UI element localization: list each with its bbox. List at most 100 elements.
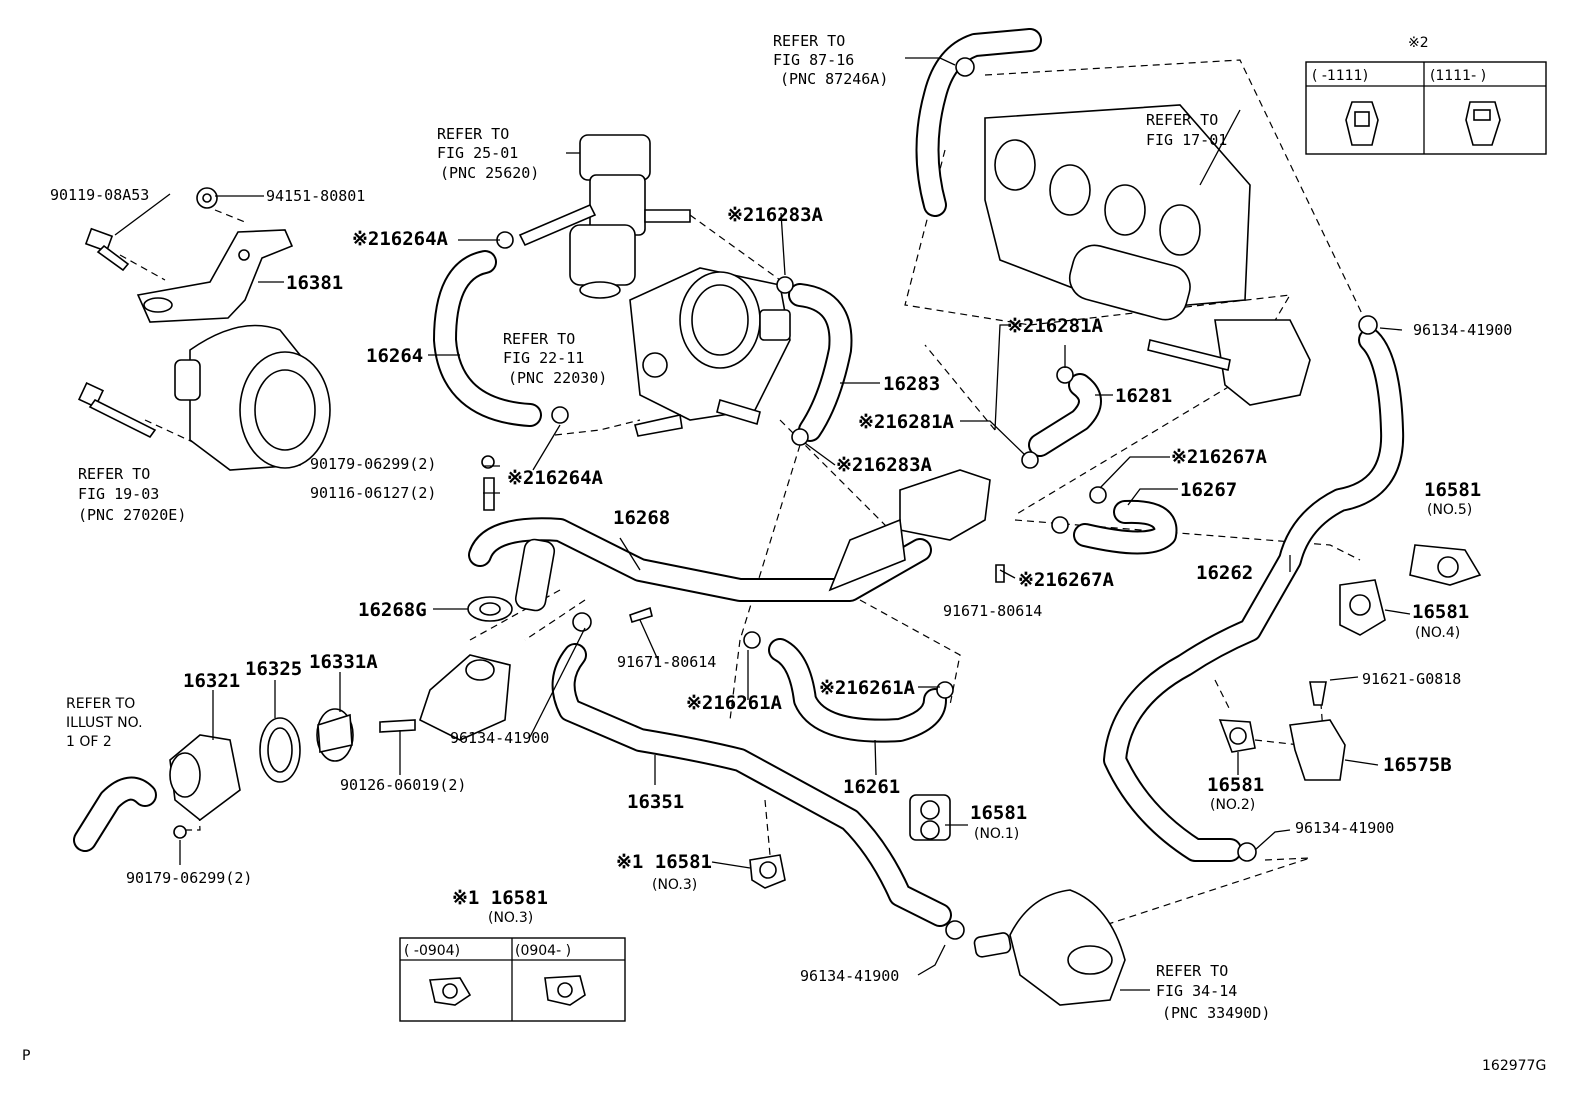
- legend-bottom-title: ※1 16581: [452, 887, 548, 909]
- legend-top-col2: (1111- ): [1430, 68, 1486, 84]
- refer-illust-l1: REFER TO: [66, 696, 135, 712]
- refer-87-16-l1: REFER TO: [773, 32, 845, 50]
- clip-old-type-icon: [429, 977, 472, 1006]
- label-16581-no5-sub: (NO.5): [1427, 502, 1472, 518]
- label-16283: 16283: [883, 373, 940, 395]
- clip-16581-no2: [1218, 719, 1256, 753]
- label-90116-06127: 90116-06127(2): [310, 484, 436, 502]
- hose-16267: [1073, 499, 1178, 555]
- bolt-long: [77, 381, 157, 439]
- label-16321: 16321: [183, 670, 240, 692]
- reservoir-34-14: [973, 889, 1126, 1006]
- clamp-type-a-icon: [1345, 101, 1379, 146]
- hose-16351: [551, 643, 952, 927]
- label-16283A-top: ※216283A: [727, 204, 824, 226]
- label-16331A: 16331A: [309, 651, 378, 673]
- label-96134-41900-d: 96134-41900: [800, 967, 899, 985]
- legend-bottom: ※1 16581 (NO.3) ( -0904) (0904- ): [399, 887, 626, 1022]
- label-96134-41900-c: 96134-41900: [1295, 819, 1394, 837]
- clip-16581-no5: [1409, 544, 1482, 586]
- refer-34-14-l2: FIG 34-14: [1156, 982, 1237, 1000]
- clamp-type-b-icon: [1465, 101, 1501, 146]
- label-16264A-bottom: ※216264A: [507, 467, 604, 489]
- refer-22-11-l3: (PNC 22030): [508, 369, 607, 387]
- legend-top-frame: [1305, 61, 1547, 155]
- label-16268G: 16268G: [358, 599, 427, 621]
- hose-16281: [1028, 373, 1102, 457]
- clip-16581-no4: [1339, 579, 1386, 636]
- nut-94151: [196, 187, 218, 209]
- refer-87-16-l2: FIG 87-16: [773, 51, 854, 69]
- throttle-body: [629, 267, 791, 437]
- hose-lower-left: [73, 776, 157, 852]
- refer-19-03-l3: (PNC 27020E): [78, 506, 186, 524]
- label-16581-no1: 16581: [970, 802, 1027, 824]
- label-16262: 16262: [1196, 562, 1253, 584]
- label-16264A-top: ※216264A: [352, 228, 449, 250]
- hose-clamps: [481, 57, 1378, 940]
- label-16268: 16268: [613, 507, 670, 529]
- hose-16261: [768, 638, 947, 743]
- label-90179-06299-b: 90179-06299(2): [126, 869, 252, 887]
- label-16581-no3: ※1 16581: [616, 851, 712, 873]
- reference-labels: REFER TO FIG 87-16 (PNC 87246A) REFER TO…: [66, 32, 1270, 1022]
- hose-16283: [788, 283, 853, 442]
- label-91671-80614-a: 91671-80614: [943, 602, 1042, 620]
- legend-top-col1: ( -1111): [1312, 68, 1368, 84]
- water-pump-housing: [174, 324, 331, 471]
- refer-22-11-l2: FIG 22-11: [503, 349, 584, 367]
- clip-16581-no1: [909, 794, 951, 841]
- label-90126-06019: 90126-06019(2): [340, 776, 466, 794]
- label-16581-no2-sub: (NO.2): [1210, 797, 1255, 813]
- refer-illust-l2: ILLUST NO.: [66, 715, 143, 731]
- thermostat-group: [169, 654, 511, 839]
- bracket-16575B: [1289, 719, 1346, 781]
- label-96134-41900-b: 96134-41900: [1413, 321, 1512, 339]
- label-16281A-top: ※216281A: [1007, 315, 1104, 337]
- figure-id: 162977G: [1482, 1058, 1546, 1074]
- clip-16581-no3: [749, 854, 786, 889]
- refer-34-14-l1: REFER TO: [1156, 962, 1228, 980]
- refer-87-16-l3: (PNC 87246A): [780, 70, 888, 88]
- label-16267A-bottom: ※216267A: [1018, 569, 1115, 591]
- water-pipe-16268: [468, 469, 991, 612]
- bracket-16381: [136, 229, 294, 323]
- label-16381: 16381: [286, 272, 343, 294]
- label-94151-80801: 94151-80801: [266, 187, 365, 205]
- legend-bottom-col2: (0904- ): [515, 943, 571, 959]
- refer-17-01-l2: FIG 17-01: [1146, 131, 1227, 149]
- hose-16262: [1103, 328, 1405, 862]
- cylinder-head-plate: [984, 104, 1311, 406]
- legend-bottom-col1: ( -0904): [404, 943, 460, 959]
- label-91671-80614-b: 91671-80614: [617, 653, 716, 671]
- label-16281A-bottom: ※216281A: [858, 411, 955, 433]
- refer-19-03-l1: REFER TO: [78, 465, 150, 483]
- refer-17-01-l1: REFER TO: [1146, 111, 1218, 129]
- part-number-labels: 90119-08A53 94151-80801 16381 ※216264A 1…: [50, 186, 1512, 985]
- label-90119-08A53: 90119-08A53: [50, 186, 149, 204]
- label-16581-no4-sub: (NO.4): [1415, 625, 1460, 641]
- legend-top-right: ※2 ( -1111) (1111- ): [1305, 35, 1547, 155]
- label-16267A-top: ※216267A: [1171, 446, 1268, 468]
- bolt-90119: [84, 227, 130, 272]
- label-16267: 16267: [1180, 479, 1237, 501]
- refer-25-01-l3: (PNC 25620): [440, 164, 539, 182]
- legend-bottom-sub: (NO.3): [488, 910, 533, 926]
- label-16325: 16325: [245, 658, 302, 680]
- hose-16264: [433, 250, 542, 427]
- page-mark: P: [22, 1048, 30, 1064]
- label-16581-no1-sub: (NO.1): [974, 826, 1019, 842]
- legend-top-mark: ※2: [1408, 35, 1429, 51]
- label-16581-no3-sub: (NO.3): [652, 877, 697, 893]
- label-16281: 16281: [1115, 385, 1172, 407]
- gasket-16268G: [467, 596, 513, 622]
- clip-new-type-icon: [544, 975, 586, 1006]
- label-16261A-a: ※216261A: [686, 692, 783, 714]
- refer-34-14-l3: (PNC 33490D): [1162, 1004, 1270, 1022]
- label-91621-G0818: 91621-G0818: [1362, 670, 1461, 688]
- hose-top-87-16: [915, 28, 1042, 217]
- leader-lines: [114, 57, 1411, 991]
- label-16575B: 16575B: [1383, 754, 1452, 776]
- refer-25-01-l1: REFER TO: [437, 125, 509, 143]
